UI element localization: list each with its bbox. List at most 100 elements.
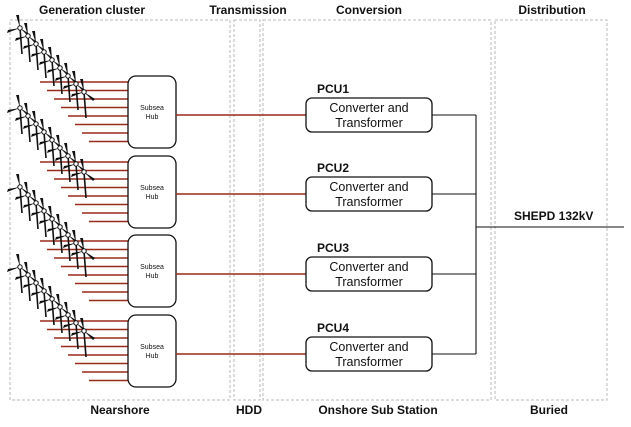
turbine-blade [39,219,52,224]
turbine-tower [75,242,79,270]
turbine-blade [7,187,20,192]
turbine-blade [7,267,20,272]
turbine-tower [19,107,23,135]
turbine-tower [35,43,39,71]
converter-label-line2: Transformer [335,116,403,130]
turbine-blade [63,84,76,89]
turbine-tower [83,250,87,278]
turbine-blade [72,310,76,323]
subsea-hub [127,155,177,229]
turbine-hub [41,49,47,55]
pcu-label: PCU4 [317,321,349,335]
turbine-blade [72,151,76,164]
turbine-blade [15,275,28,280]
footer-hdd: HDD [236,403,262,417]
turbine-blade [71,92,84,97]
turbine-tower [19,27,23,55]
turbine-tower [75,83,79,111]
turbine-blade [40,39,44,52]
turbine-blade [47,148,60,153]
turbine-blade [56,135,60,148]
turbine-hub [17,184,23,190]
turbine-blade [32,111,36,124]
turbine-tower [59,226,63,254]
turbine-blade [16,174,20,187]
turbine-blade [32,190,36,203]
turbine-blade [23,44,36,49]
subsea-hub-label-line2: Hub [146,194,159,201]
turbine-hub [81,169,87,175]
turbine-blade [16,95,20,108]
turbine-blade [84,331,95,340]
pcu-label: PCU3 [317,241,349,255]
turbine-tower [83,330,87,358]
turbine-blade [80,318,84,331]
turbine-blade [7,28,20,33]
zone-transmission [233,19,261,401]
turbine-hub [49,296,55,302]
turbine-hub [41,288,47,294]
turbine-blade [48,286,52,299]
turbine-tower [67,75,71,103]
transmission-links [176,114,306,355]
turbine-hub [33,280,39,286]
turbine-tower [59,67,63,95]
turbine-blade [24,262,28,275]
footer-onshore-substation: Onshore Sub Station [318,403,437,417]
turbine-blade [48,206,52,219]
turbine-hub [25,33,31,39]
turbine-blade [84,251,95,260]
turbine-blade [24,103,28,116]
turbine-hub [65,73,71,79]
zone-distribution [494,19,608,401]
turbine-hub [49,137,55,143]
turbine-tower [75,322,79,350]
header-generation-cluster: Generation cluster [39,3,145,17]
turbine-blade [47,307,60,312]
turbine-tower [51,298,55,326]
turbine-tower [19,266,23,294]
turbine-tower [59,306,63,334]
turbine-hub [57,304,63,310]
converter-label-line1: Converter and [329,101,408,115]
subsea-hub-label-line1: Subsea [140,264,164,271]
subsea-hub-label-line2: Hub [146,353,159,360]
turbine-blade [56,294,60,307]
turbine-blade [15,116,28,121]
turbine-tower [51,218,55,246]
turbine-blade [64,143,68,156]
turbine-hub [49,216,55,222]
turbine-hub [41,208,47,214]
turbine-blade [23,124,36,129]
turbine-blade [72,230,76,243]
subsea-hub-label-line1: Subsea [140,105,164,112]
turbine-blade [64,222,68,235]
turbine-hub [65,232,71,238]
turbine-blade [31,211,44,216]
turbine-blade [39,299,52,304]
turbine-tower [75,163,79,191]
turbine-hub [81,328,87,334]
turbine-blade [80,159,84,172]
converter-label-line1: Converter and [329,180,408,194]
turbine-blade [32,31,36,44]
turbine-blade [7,108,20,113]
turbine-hub [49,57,55,63]
turbine-hub [57,224,63,230]
turbine-blade [55,235,68,240]
turbine-hub [25,272,31,278]
subsea-hub [127,314,177,388]
subsea-hub-label-line2: Hub [146,114,159,121]
turbine-tower [35,282,39,310]
turbine-blade [40,278,44,291]
turbine-blade [48,47,52,60]
turbine-hub [73,81,79,87]
subsea-hub-label-line1: Subsea [140,185,164,192]
footer-buried: Buried [530,403,568,417]
